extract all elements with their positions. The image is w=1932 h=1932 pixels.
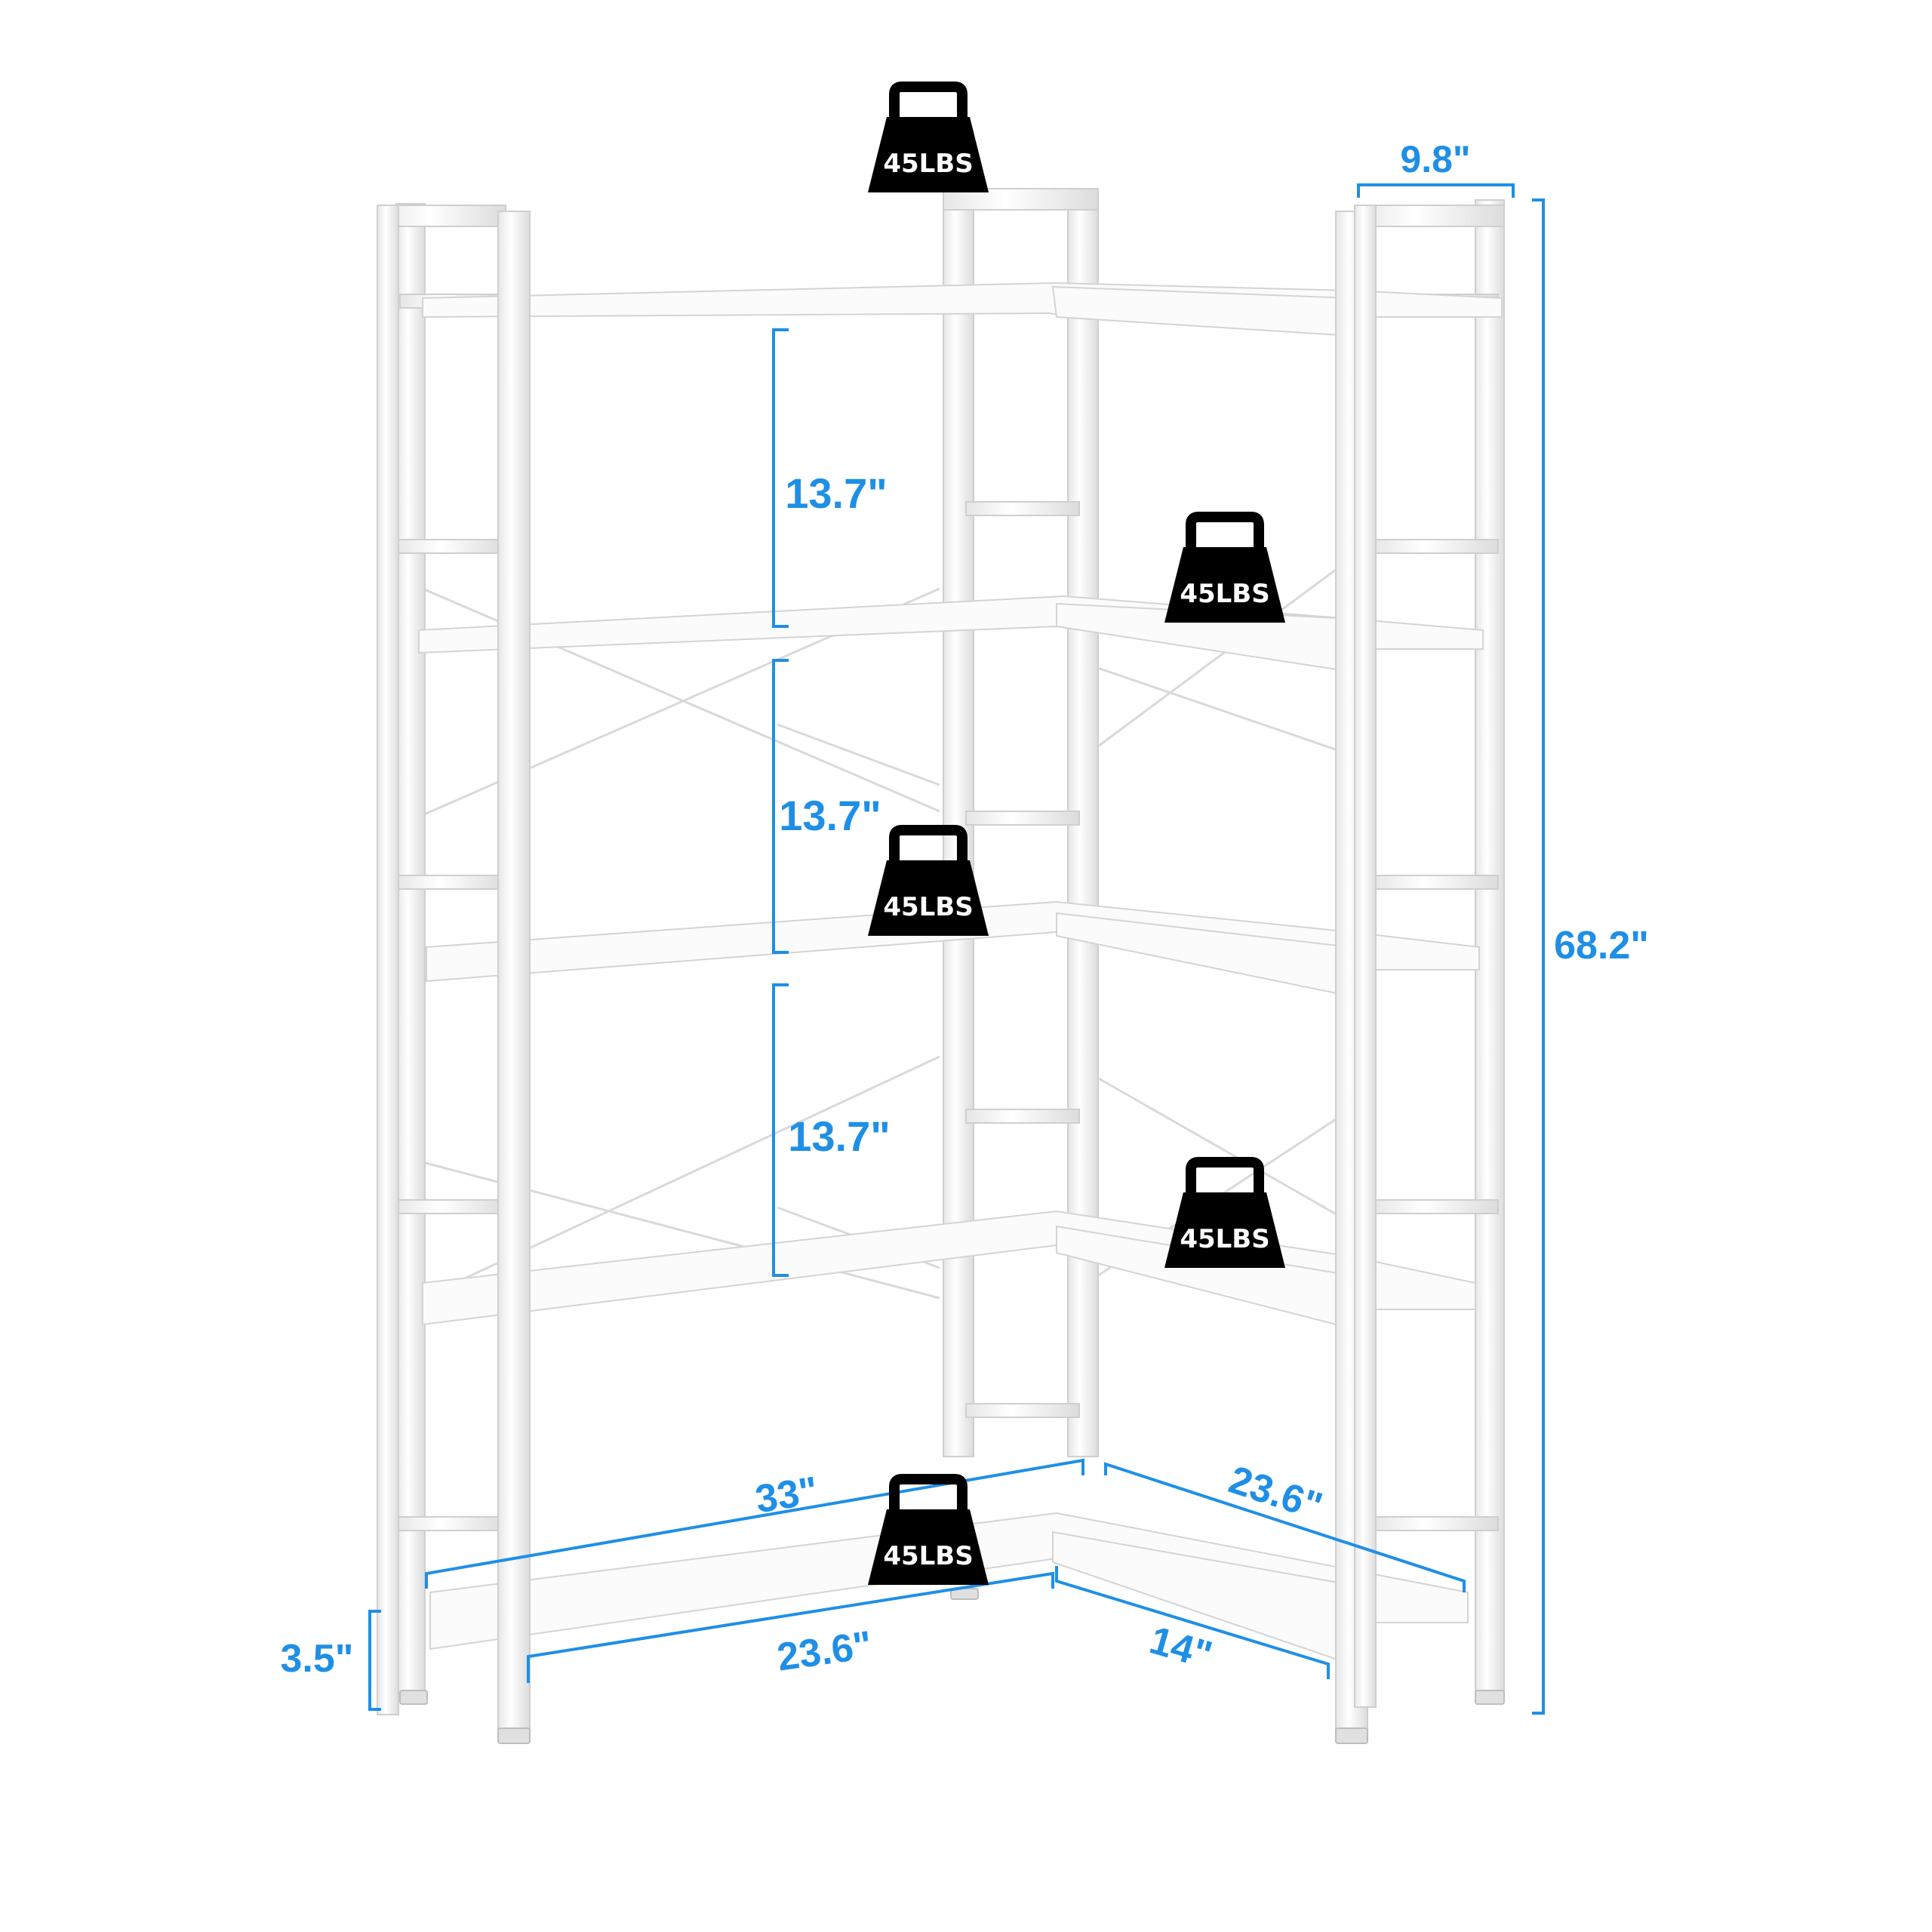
shelf-3	[426, 900, 1480, 983]
top-frame-right	[1354, 205, 1505, 227]
shelf-gap-3-label: 13.7"	[788, 1112, 891, 1160]
weight-icon-bottom: 45LBS	[868, 1474, 989, 1585]
weight-icon-top: 45LBS	[868, 82, 989, 192]
leg-height-line	[368, 1610, 381, 1711]
shelf-gap-3-line	[772, 983, 789, 1277]
front-post-right-outer	[1354, 205, 1377, 1708]
front-post-left	[497, 211, 531, 1737]
shelf-gap-2-label: 13.7"	[779, 792, 881, 839]
shelf-gap-2-line	[772, 659, 789, 954]
leg-height-label: 3.5"	[281, 1637, 354, 1681]
long-side-line	[425, 1458, 1084, 1589]
back-post-left	[395, 203, 426, 1699]
weight-label-second: 45LBS	[1180, 579, 1269, 609]
weight-label-top: 45LBS	[883, 149, 973, 179]
weight-icon-third: 45LBS	[868, 825, 989, 936]
weight-icon-fourth: 45LBS	[1164, 1157, 1285, 1268]
weight-icon-second: 45LBS	[1164, 512, 1285, 623]
depth-top-label: 9.8"	[1400, 138, 1470, 180]
shelf-5	[429, 1512, 1469, 1651]
inner-short-line	[1055, 1566, 1330, 1679]
weight-label-third: 45LBS	[883, 892, 973, 922]
depth-top-line	[1357, 183, 1515, 198]
shelf-gap-1-line	[772, 328, 789, 628]
short-side-line	[1104, 1462, 1466, 1592]
inner-long-line	[527, 1571, 1054, 1683]
feet	[399, 1588, 1505, 1744]
front-post-left-outer	[377, 205, 399, 1715]
total-height-label: 68.2"	[1554, 924, 1649, 968]
weight-label-fourth: 45LBS	[1180, 1224, 1269, 1254]
total-height-line	[1532, 198, 1545, 1715]
dimension-lines	[368, 183, 1545, 1715]
long-side-label: 33"	[752, 1469, 821, 1521]
inner-long-label: 23.6"	[774, 1623, 875, 1680]
shelf-gap-1-label: 13.7"	[785, 469, 888, 517]
weight-label-bottom: 45LBS	[883, 1541, 973, 1571]
